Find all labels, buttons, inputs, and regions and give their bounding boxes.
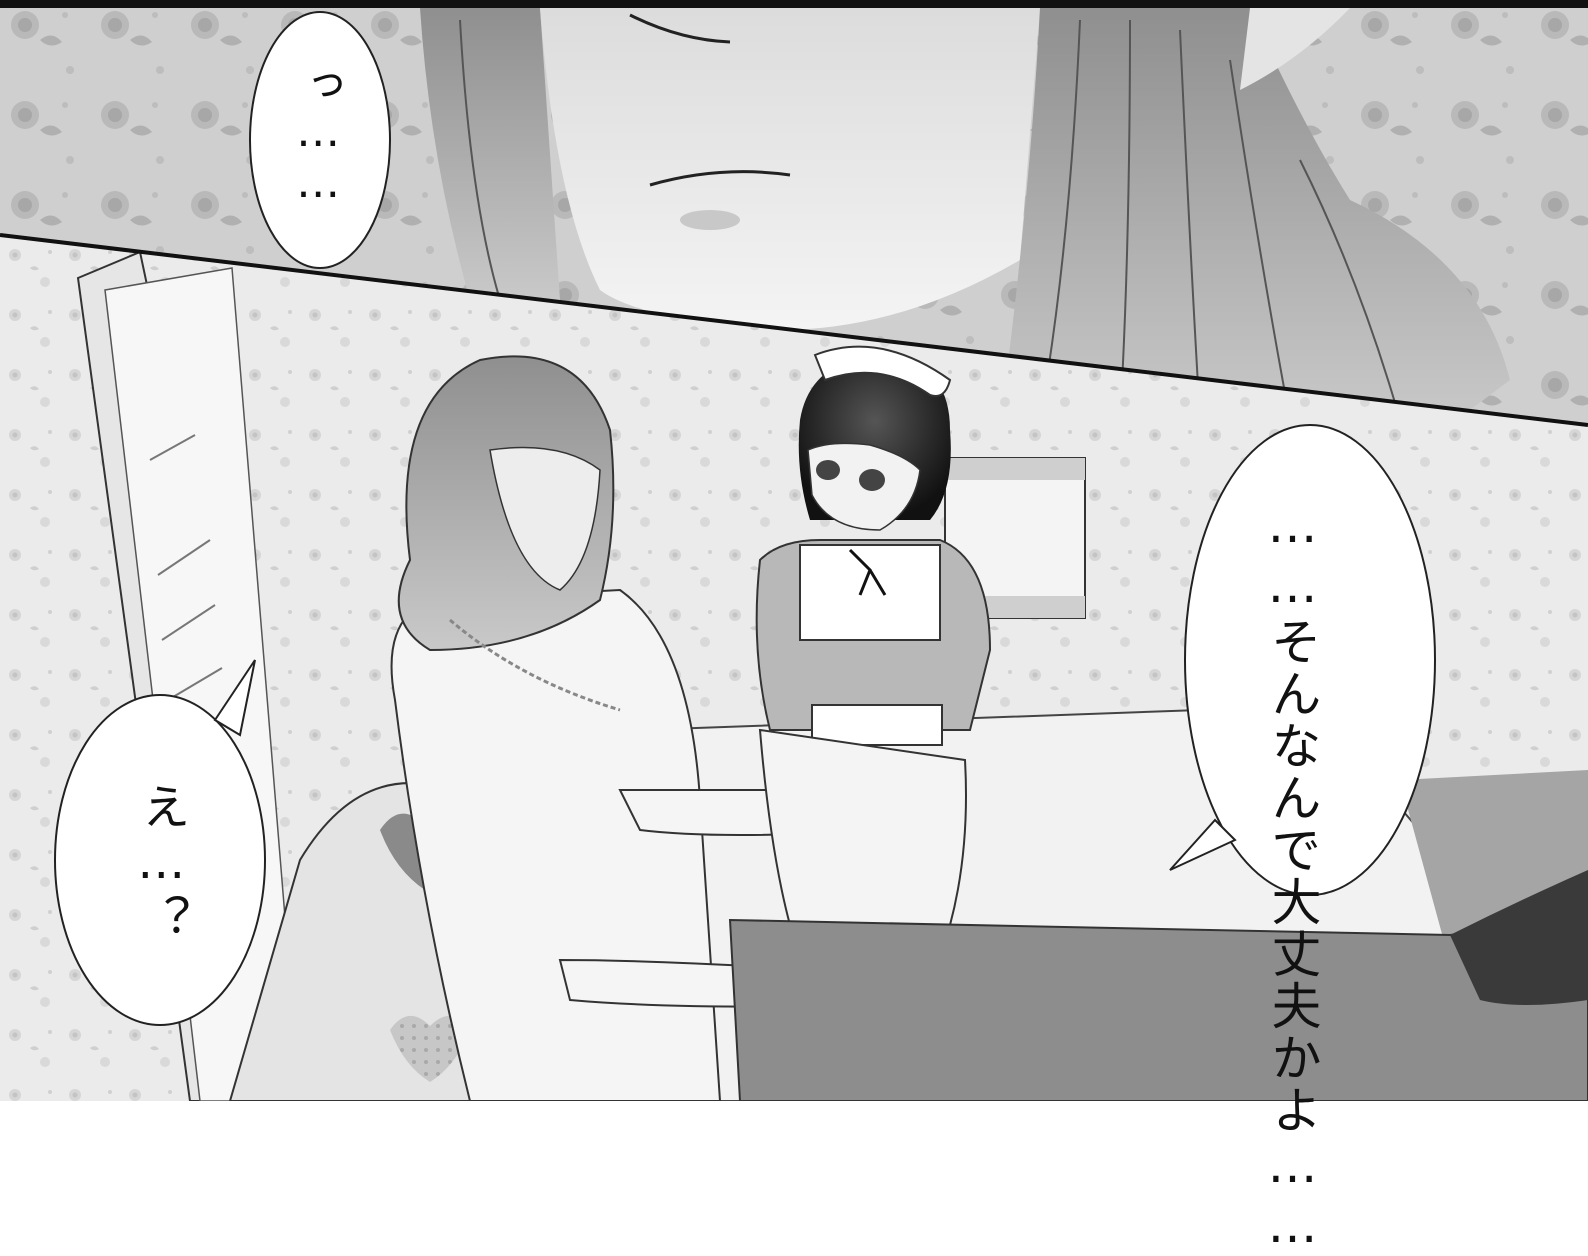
- bubble-text-right: ……そんなんで大丈夫かよ……: [1263, 496, 1322, 1256]
- speech-bubble-right: [1184, 424, 1436, 896]
- bubble-text-top: っ……: [292, 62, 344, 208]
- bubble-text-left: え…？: [133, 782, 190, 946]
- bottom-panel: [0, 235, 1588, 1101]
- speech-bubble-top: [249, 11, 391, 269]
- bubble-line-2: 大丈夫かよ……: [1263, 876, 1322, 1256]
- speech-bubble-left: [54, 694, 266, 1026]
- manga-artwork: [0, 0, 1588, 1101]
- bubble-line-1: ……そんなんで: [1263, 496, 1322, 876]
